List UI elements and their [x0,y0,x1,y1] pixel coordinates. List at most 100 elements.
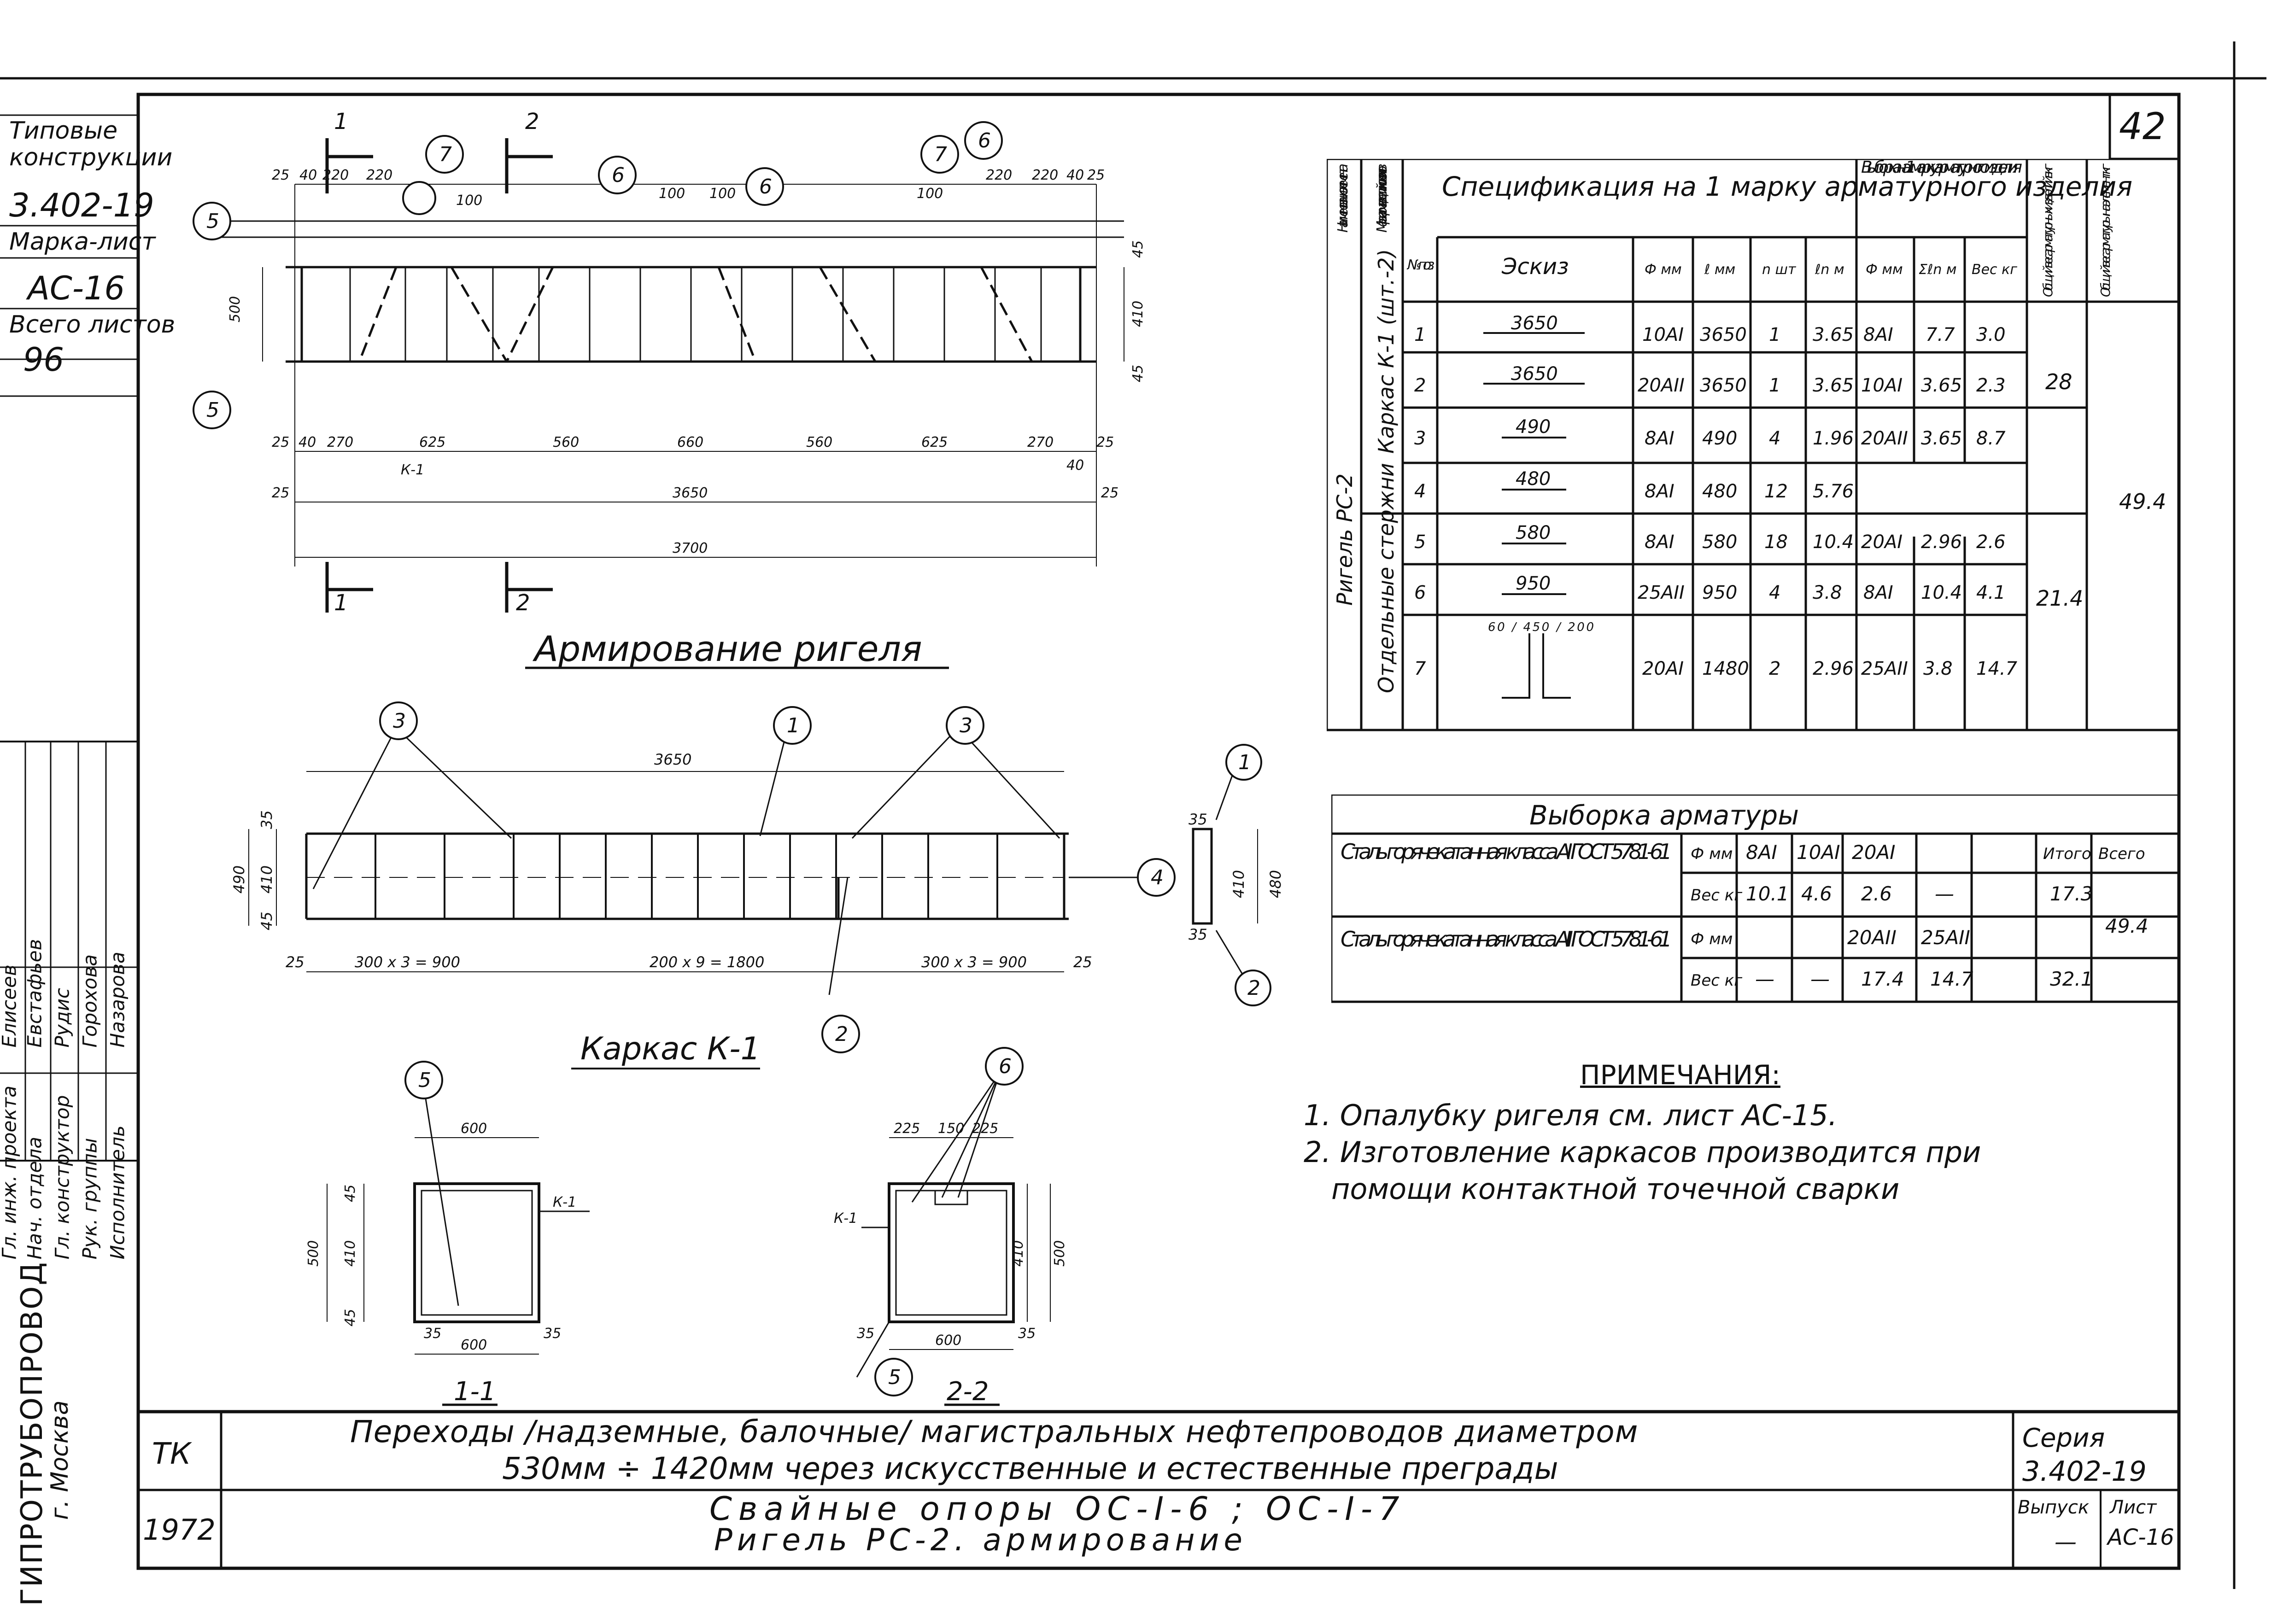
row2-sw: 2.3 [1976,375,2006,396]
callout-6-right: 6 [759,175,772,199]
sec2-dim-35a: 35 [857,1326,874,1342]
callout-5-top: 5 [206,210,219,233]
row1-sphi: 8AI [1863,324,1893,345]
total-bars: 21.4 [2036,586,2083,611]
tb-line3: Свайные опоры ОС-I-6 ; ОС-I-7 [709,1490,1406,1528]
row4-phi: 8AI [1645,481,1674,502]
sec2-dim-410: 410 [1010,1240,1026,1267]
row7-sphi: 25AII [1861,658,1908,679]
beam-reinforcement-drawing: 5 5 7 6 6 7 6 1 2 1 2 25 40 220 220 100 … [193,111,1146,669]
notes-title: ПРИМЕЧАНИЯ: [1580,1059,1780,1091]
sec2-dim-225a: 225 [894,1121,920,1137]
sec1-dim-600-bot: 600 [461,1337,487,1353]
row3-n: 4 [1769,428,1780,449]
section-mark-2-top: 2 [525,111,539,134]
sec2-callout-5: 5 [888,1366,901,1389]
steel-sample-table: Выборка арматуры Сталь горячекатанная кл… [1331,794,2180,1003]
col-s-phi: Ф мм [1866,262,1903,278]
signature-block: Гл. инж. проекта Нач. отдела Гл. констру… [0,742,138,1260]
row7-l: 1480 [1702,658,1749,679]
sec1-dim-500: 500 [305,1240,322,1267]
sec1-dim-45b: 45 [342,1309,358,1326]
stamp-total-value: 96 [23,341,64,379]
row5-l: 580 [1702,532,1737,553]
dim-top-25b: 25 [1087,167,1105,183]
row6-sphi: 8AI [1863,582,1893,603]
col-total-prod: Общий вес арматурных изделий в кг [2040,164,2055,297]
stamp-total-label: Всего листов [9,311,176,339]
dim-total-3700: 3700 [673,540,708,556]
section-mark-1-bottom: 1 [334,590,348,616]
tb-sheet-value: АС-16 [2108,1525,2174,1550]
col-n: n шт [1762,262,1797,278]
sample-r2-lbl-phi: Ф мм [1691,930,1733,948]
sec1-dim-410: 410 [342,1240,358,1267]
sec1-dim-35a: 35 [424,1326,441,1342]
sec1-dim-45a: 45 [342,1185,358,1202]
frame-callout-2: 2 [835,1022,848,1046]
dim-top-100a: 100 [456,193,482,209]
sec1-dim-35b: 35 [544,1326,561,1342]
tb-line2: 530мм ÷ 1420мм через искусственные и ест… [502,1451,1558,1486]
sample-r1-phi-2: 10AI [1797,841,1840,864]
tb-line1: Переходы /надземные, балочные/ магистрал… [350,1414,1639,1449]
row6-n: 4 [1769,582,1780,603]
row2-ln: 3.65 [1813,375,1854,396]
sec1-label-k1: К-1 [553,1194,576,1210]
frame-label-k1: К-1 [401,462,424,478]
frame-callout-3a: 3 [393,709,406,733]
row6-phi: 25AII [1638,582,1685,603]
frame-sec-dim-35b: 35 [1188,926,1207,943]
section-mark-2-bottom: 2 [516,590,530,616]
sign-name-1: Елисеев [0,964,21,1048]
row6-sw: 4.1 [1976,582,2006,603]
group-frame: Каркас К-1 (шт.-2) [1374,249,1399,454]
row7-sw: 14.7 [1976,658,2018,679]
col-s-weight: Вес кг [1972,262,2017,278]
row7-ssum: 3.8 [1923,658,1953,679]
row3-phi: 8AI [1645,428,1674,449]
dim-bot-270b: 270 [1027,434,1054,450]
frame-sec-dim-35a: 35 [1188,811,1207,828]
sample-r1-w-1: 10.1 [1746,882,1789,905]
sample-r2-w-1: — [1755,968,1774,990]
sec1-callout-5: 5 [418,1069,431,1092]
row5-pos: 5 [1414,532,1426,553]
frame-dim-bot-25a: 25 [286,953,304,971]
dim-top-25: 25 [272,167,289,183]
frame-sec-callout-2: 2 [1247,976,1260,1000]
col-name: Наименование элемента [1335,164,1351,233]
row4-pos: 4 [1414,481,1426,502]
row2-ssum: 3.65 [1921,375,1962,396]
row2-phi: 20AII [1638,375,1685,396]
frame-dim-bot-900b: 300 x 3 = 900 [921,953,1027,971]
dim-right-410: 410 [1130,301,1146,327]
sample-r2-w-4: 14.7 [1930,968,1973,990]
sample-title: Выборка арматуры [1529,800,1799,831]
row4-sketch: 480 [1516,468,1551,490]
row1-ln: 3.65 [1813,324,1854,345]
callout-7-left: 7 [439,143,452,166]
sample-r2-phi-3: 20AII [1847,926,1897,949]
row3-pos: 3 [1414,428,1426,449]
sec1-title: 1-1 [454,1377,496,1407]
row2-sphi: 10AI [1861,375,1903,396]
tb-series-value: 3.402-19 [2022,1455,2147,1488]
sample-row1-name: Сталь горячекатанная класса AI ГОСТ 5781… [1341,839,1672,864]
dim-bot-40b: 40 [1066,457,1084,473]
col-pos: № поз. [1406,257,1435,273]
sample-r1-phi-1: 8AI [1746,841,1777,864]
row4-ln: 5.76 [1813,481,1854,502]
row4-n: 12 [1764,481,1788,502]
row1-n: 1 [1769,324,1780,345]
row1-sketch: 3650 [1511,313,1558,334]
note-3: помощи контактной точечной сварки [1331,1172,1900,1206]
col-phi: Ф мм [1645,262,1682,278]
row3-sw: 8.7 [1976,428,2006,449]
row3-l: 490 [1702,428,1737,449]
sec2-dim-225b: 225 [972,1121,998,1137]
section-mark-1-top: 1 [334,111,348,134]
stamp-mark-value: АС-16 [28,269,125,307]
frame-sec-dim-480: 480 [1267,870,1284,898]
group-element: Ригель РС-2 [1332,473,1357,606]
